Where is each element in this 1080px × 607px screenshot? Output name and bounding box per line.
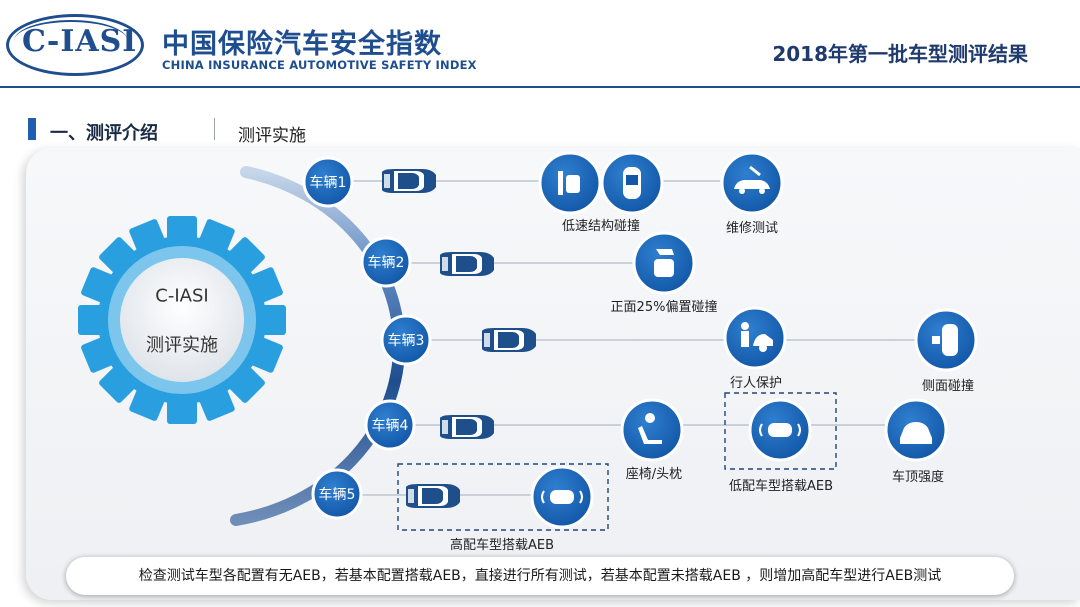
label-repair-test: 维修测试 [725,221,779,236]
footer-note-bar: 检查测试车型各配置有无AEB，若基本配置搭载AEB，直接进行所有测试，若基本配置… [66,557,1014,595]
section-title: 一、测评介绍 [50,123,158,144]
low-speed-crash-icon [538,151,602,215]
vehicle-label-2: 车辆2 [367,255,405,271]
gear-label-name: C-IASI [155,285,209,307]
logo-arc [14,20,128,62]
label-roof-strength: 车顶强度 [891,470,945,485]
car-icon-5 [406,484,460,508]
label-front-offset: 正面25%偏置碰撞 [610,300,718,315]
label-aeb-high: 高配车型搭载AEB [449,538,555,553]
low-speed-car-icon [600,151,664,215]
vehicle-label-5: 车辆5 [318,487,356,503]
gear-icon [78,216,286,424]
aeb-high-icon [530,465,594,529]
label-aeb-low: 低配车型搭载AEB [728,479,834,494]
car-icon-1 [382,169,436,193]
label-pedestrian: 行人保护 [729,376,783,391]
seat-headrest-icon [620,398,684,462]
vehicle-badge-1 [302,156,354,208]
car-icon-4 [440,415,494,439]
section-subtitle: 测评实施 [238,126,306,146]
logo-icon [6,14,144,76]
label-seat-headrest: 座椅/头枕 [625,467,683,482]
vehicle-label-1: 车辆1 [309,175,347,191]
car-icon-3 [482,328,536,352]
gear-label-title: 测评实施 [146,335,218,356]
brand-name-cn: 中国保险汽车安全指数 [162,29,442,60]
pedestrian-protection-icon [723,306,787,370]
vehicle-label-3: 车辆3 [387,333,425,349]
vehicle-badge-3 [380,314,432,366]
label-side-crash: 侧面碰撞 [921,379,975,394]
aeb-low-box [724,392,837,470]
brand-name-en: CHINA INSURANCE AUTOMOTIVE SAFETY INDEX [162,58,477,72]
repair-test-icon [720,151,784,215]
label-low-speed-crash: 低速结构碰撞 [561,219,641,234]
car-icon-2 [440,252,494,276]
roof-strength-icon [884,398,948,462]
side-crash-icon [914,308,978,372]
report-title: 2018年第一批车型测评结果 [772,42,1028,66]
header: C-IASI 中国保险汽车安全指数 CHINA INSURANCE AUTOMO… [0,0,1080,88]
vehicle-badge-4 [364,399,416,451]
aeb-high-box [397,463,609,531]
footer-note: 检查测试车型各配置有无AEB，若基本配置搭载AEB，直接进行所有测试，若基本配置… [138,568,942,584]
front-offset-crash-icon [632,231,696,295]
section-divider [214,118,215,140]
aeb-low-icon [748,398,812,462]
section-marker [28,118,36,140]
vehicle-badge-5 [311,468,363,520]
logo-text: C-IASI [22,24,138,59]
vehicle-label-4: 车辆4 [371,418,409,434]
vehicle-badge-2 [360,236,412,288]
header-divider [0,86,1080,88]
